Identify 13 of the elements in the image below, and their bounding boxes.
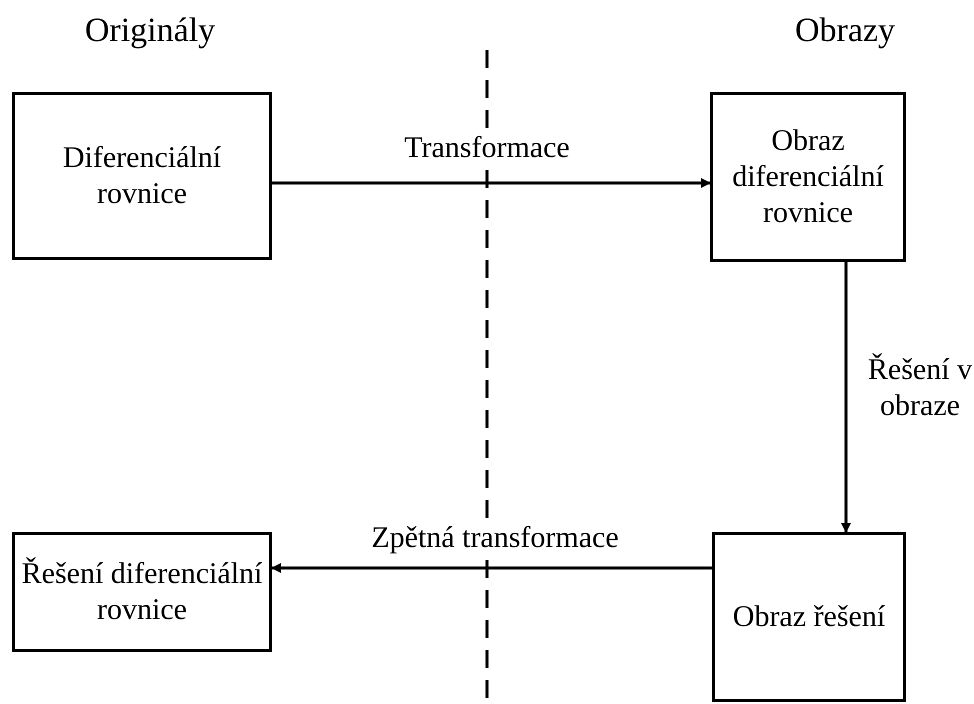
node-text: Obraz diferenciální rovnice — [731, 123, 885, 231]
arrow — [271, 563, 712, 573]
node-text: Obraz řešení — [732, 599, 886, 635]
process-box — [12, 92, 272, 260]
column-heading: Originály — [84, 12, 216, 50]
arrow — [272, 178, 711, 188]
process-box — [710, 92, 906, 262]
node-text: Řešení diferenciální rovnice — [20, 556, 264, 628]
process-box — [12, 532, 272, 652]
node-text: Diferenciální rovnice — [62, 140, 222, 212]
process-box — [712, 532, 906, 702]
arrow — [841, 262, 851, 533]
column-heading: Obrazy — [794, 12, 896, 50]
